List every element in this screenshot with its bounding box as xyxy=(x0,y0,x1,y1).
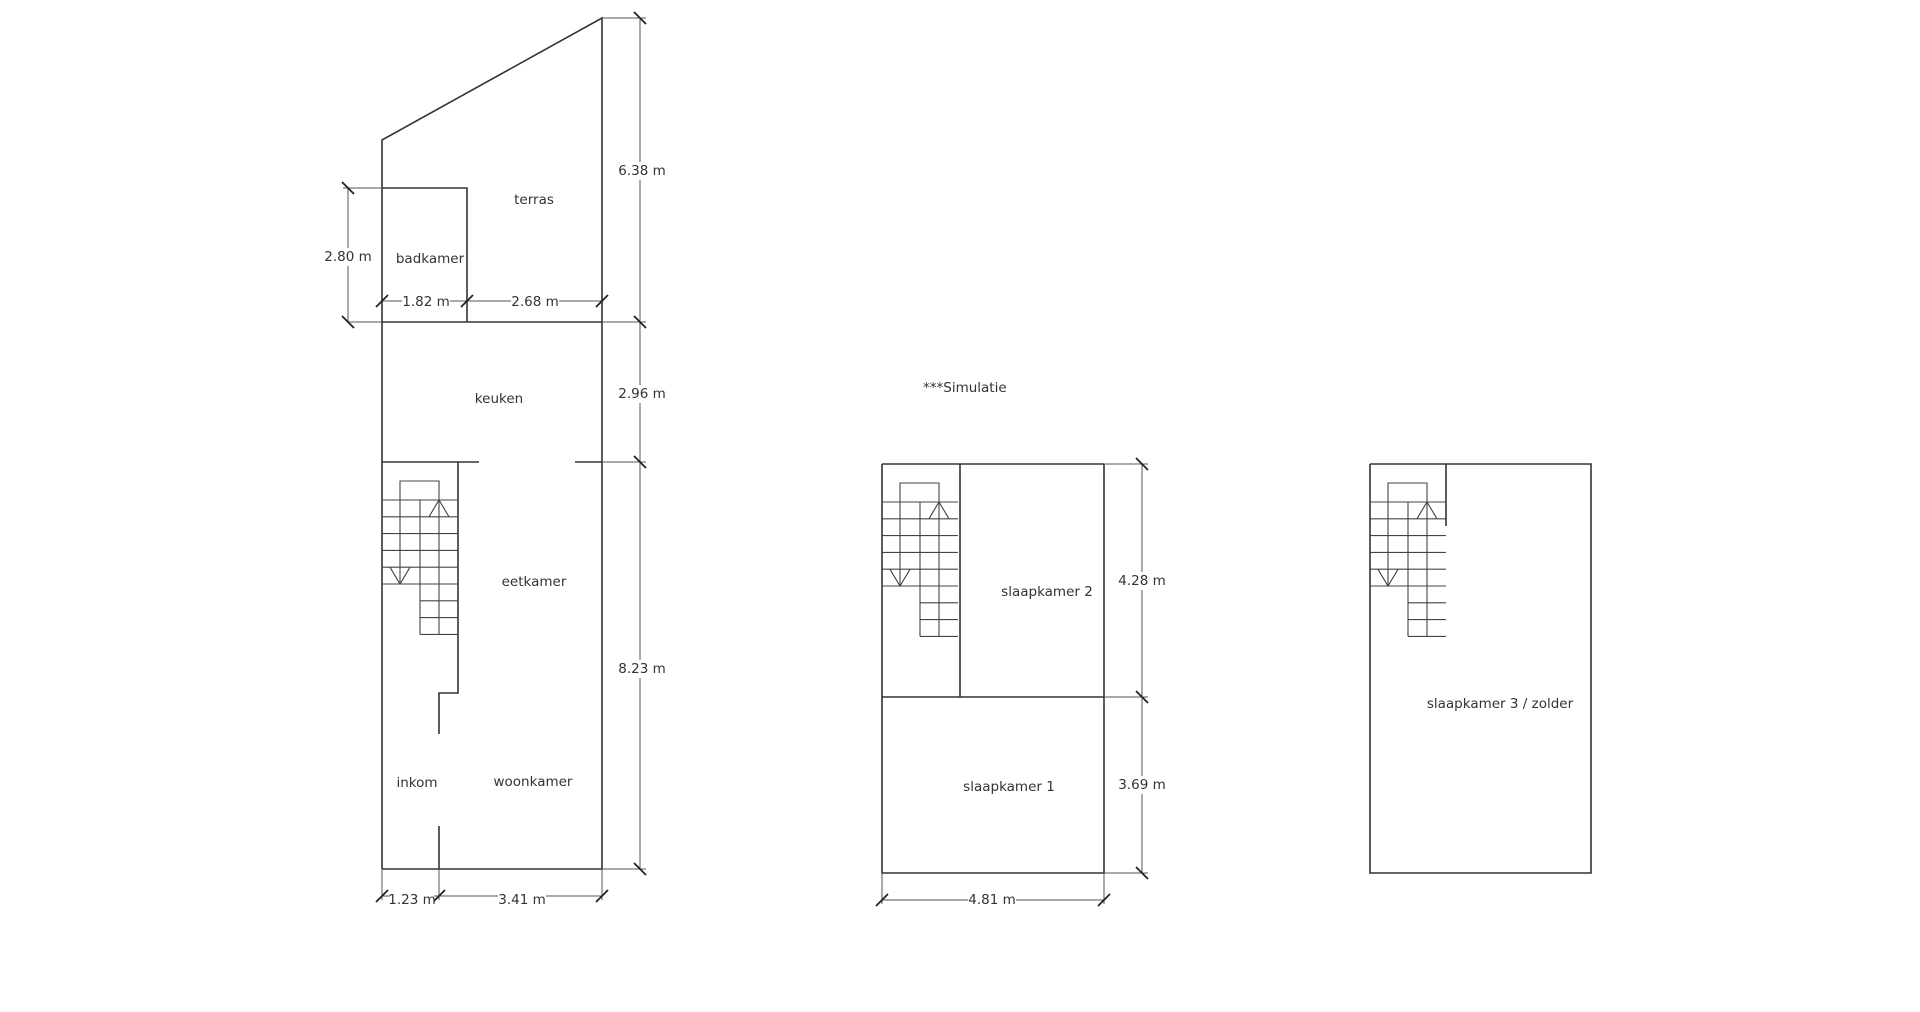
dim-living-depth: 8.23 m xyxy=(618,661,666,677)
dimension-tick xyxy=(633,862,647,876)
stair-up-arrow-head xyxy=(428,498,450,518)
stair-down-arrow-head xyxy=(389,566,411,586)
dimension-tick xyxy=(1135,690,1149,704)
dim-first-floor-width: 4.81 m xyxy=(968,892,1016,908)
dimension-tick xyxy=(633,315,647,329)
stair-up-arrow-head xyxy=(1416,500,1438,520)
dim-terras-width: 2.68 m xyxy=(511,294,559,310)
dimension-tick xyxy=(375,294,389,308)
first-floor-outline xyxy=(881,464,1105,874)
dimension-tick xyxy=(460,294,474,308)
ground-floor-outline xyxy=(381,16,603,870)
stair-down-arrow-head xyxy=(1377,568,1399,588)
dimension-tick xyxy=(341,181,355,195)
stair-down-arrow-head xyxy=(889,568,911,588)
room-label-keuken: keuken xyxy=(475,391,523,407)
dimension-tick xyxy=(1097,893,1111,907)
dimension-tick xyxy=(432,889,446,903)
room-label-slaapkamer-1: slaapkamer 1 xyxy=(963,779,1055,795)
dimension-tick xyxy=(341,315,355,329)
stair-inkom-wall xyxy=(438,462,459,734)
room-label-woonkamer: woonkamer xyxy=(494,774,573,790)
dim-slaapkamer-2-depth: 4.28 m xyxy=(1118,573,1166,589)
stair-landing xyxy=(899,482,940,502)
dim-woonkamer-width: 3.41 m xyxy=(498,892,546,908)
dimension-tick xyxy=(595,889,609,903)
dimension-tick xyxy=(633,455,647,469)
dim-inkom-width: 1.23 m xyxy=(388,892,436,908)
dimension-tick xyxy=(633,11,647,25)
room-label-eetkamer: eetkamer xyxy=(502,574,567,590)
dim-badkamer-depth: 2.80 m xyxy=(324,249,372,265)
stair-landing xyxy=(399,480,440,500)
dim-badkamer-width: 1.82 m xyxy=(402,294,450,310)
dimension-tick xyxy=(1135,457,1149,471)
second-floor-outline xyxy=(1369,463,1592,874)
dimension-tick xyxy=(595,294,609,308)
dim-keuken-depth: 2.96 m xyxy=(618,386,666,402)
dimension-tick xyxy=(875,893,889,907)
room-label-slaapkamer-2: slaapkamer 2 xyxy=(1001,584,1093,600)
room-label-slaapkamer-3: slaapkamer 3 / zolder xyxy=(1427,696,1574,712)
dimension-tick xyxy=(1135,866,1149,880)
badkamer-wall xyxy=(382,187,468,322)
room-label-inkom: inkom xyxy=(396,775,437,791)
simulation-note: ***Simulatie xyxy=(923,380,1007,396)
dim-slaapkamer-1-depth: 3.69 m xyxy=(1118,777,1166,793)
plan-geometry xyxy=(341,11,1592,907)
room-label-badkamer: badkamer xyxy=(396,251,465,267)
dimension-tick xyxy=(375,889,389,903)
room-label-terras: terras xyxy=(514,192,554,208)
stair-landing xyxy=(1387,482,1428,502)
stair-up-arrow-head xyxy=(928,500,950,520)
dim-terras-depth: 6.38 m xyxy=(618,163,666,179)
